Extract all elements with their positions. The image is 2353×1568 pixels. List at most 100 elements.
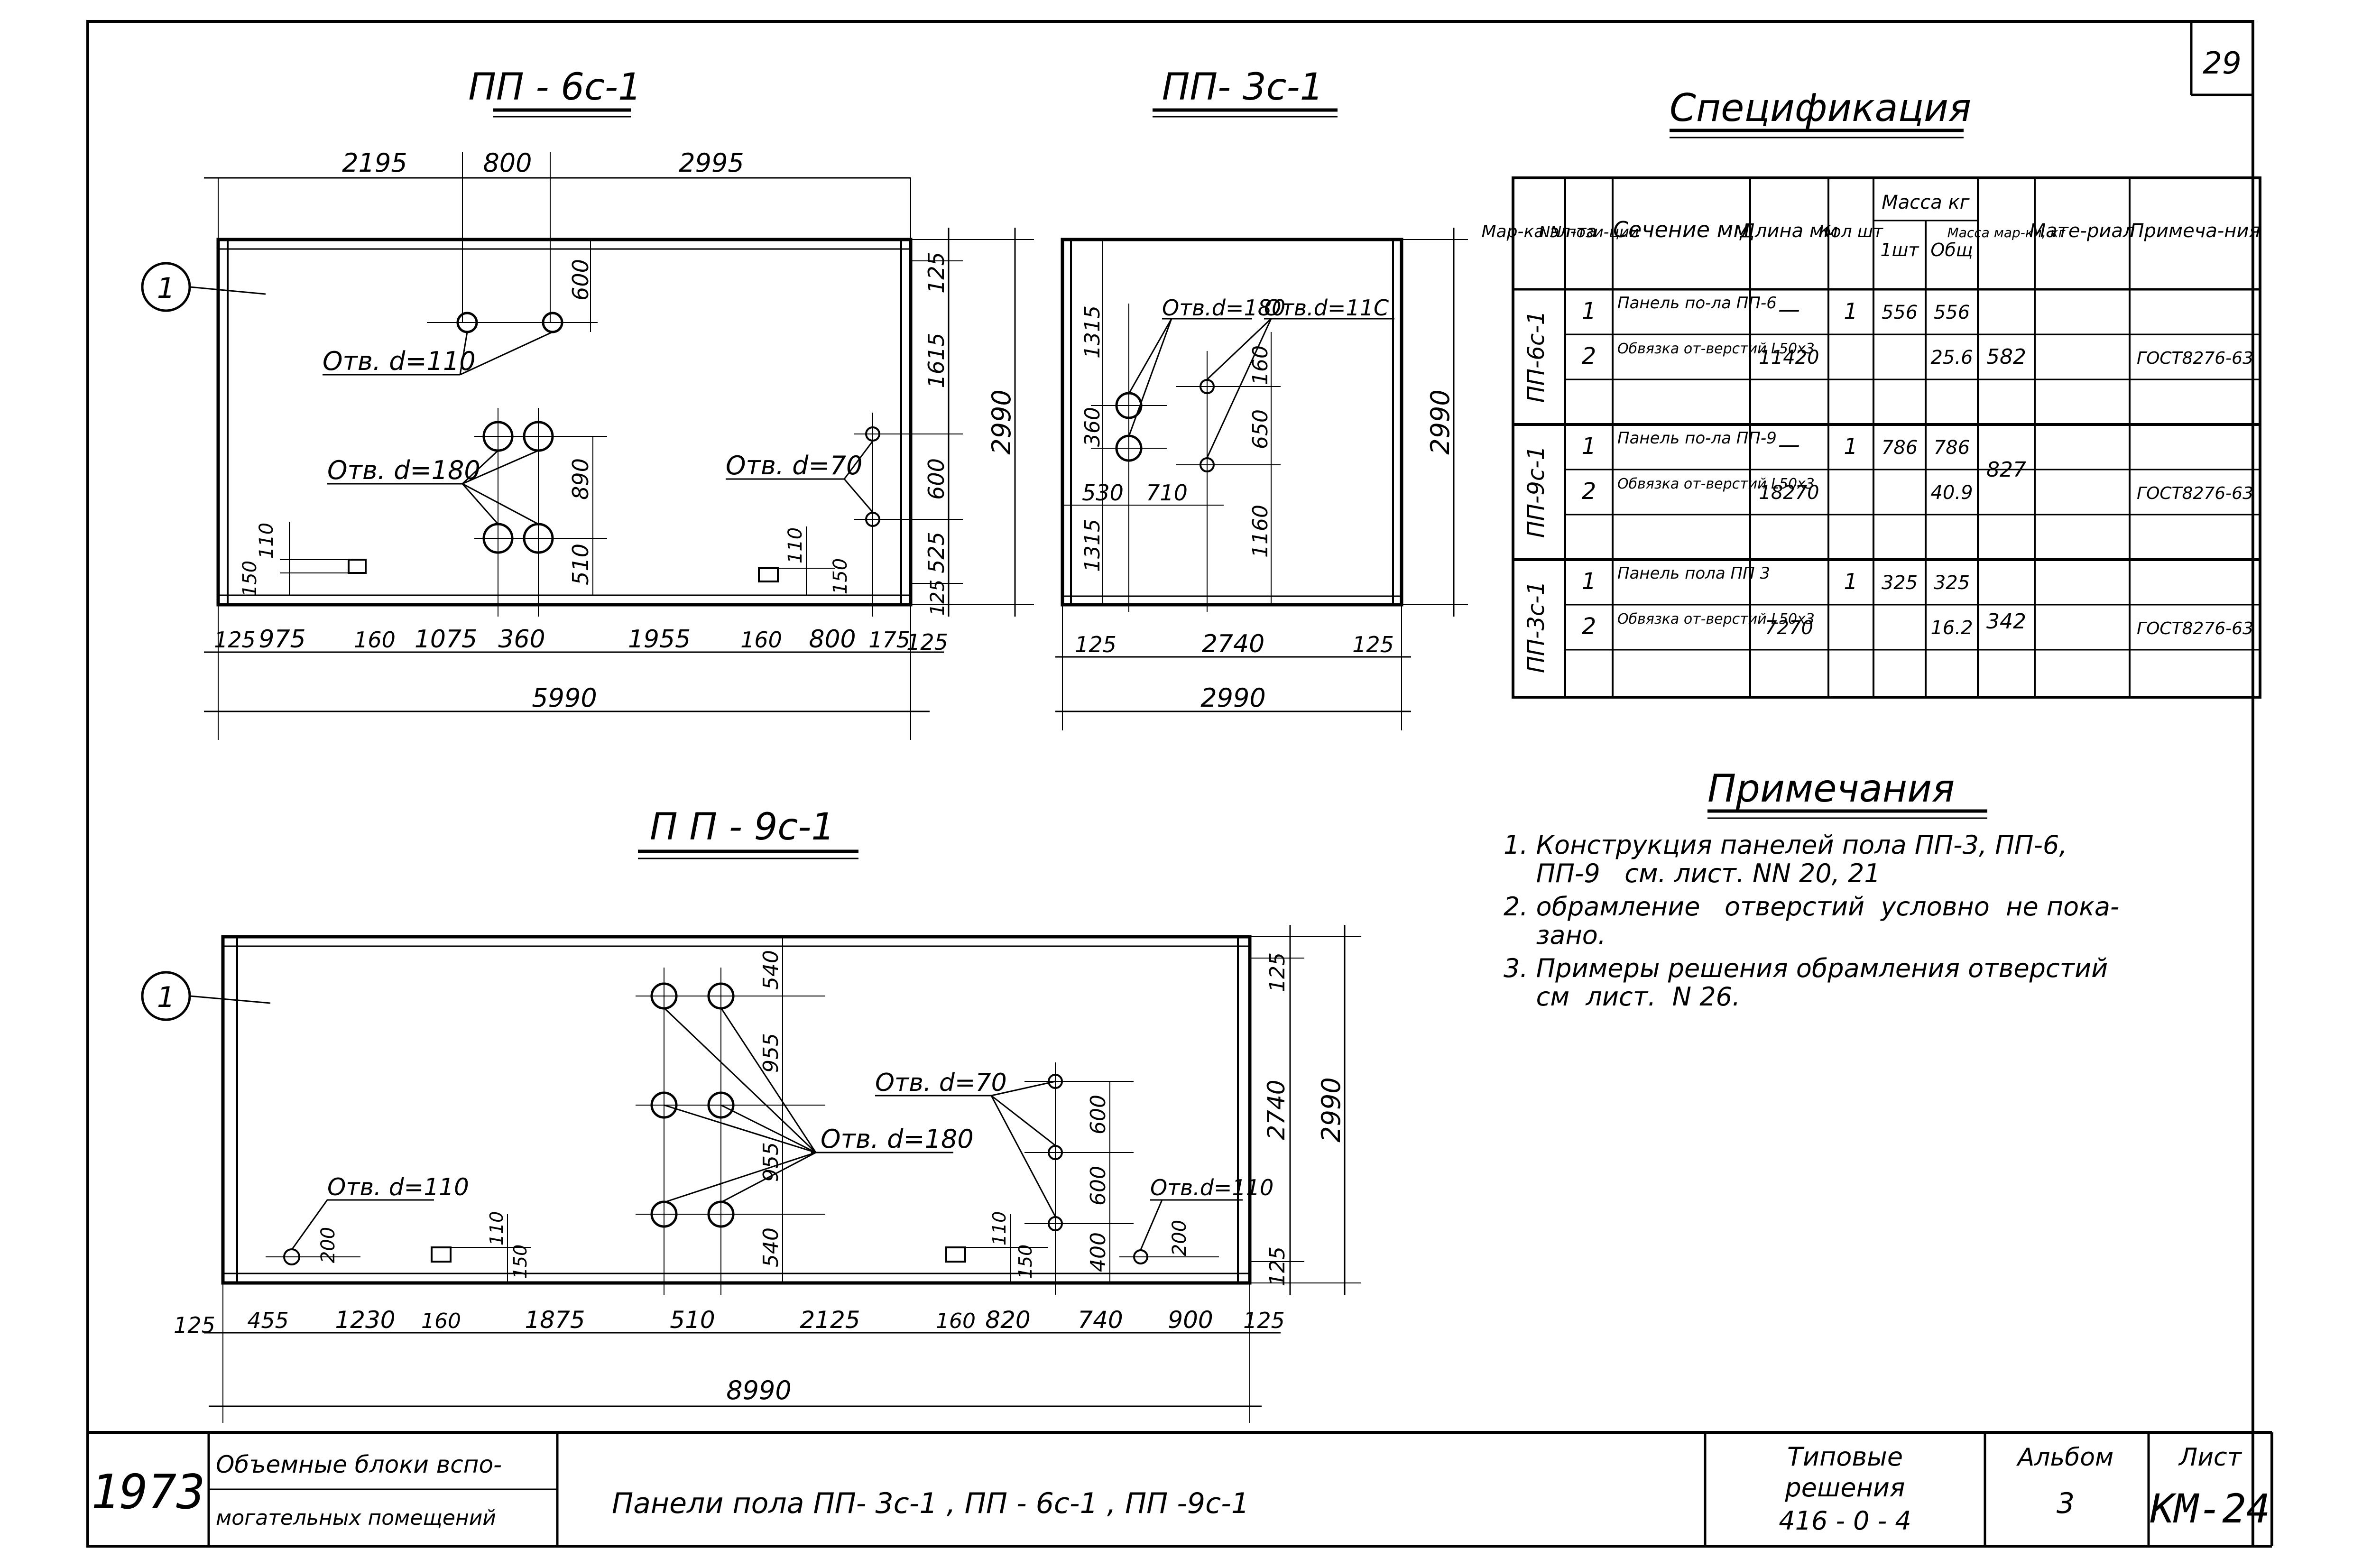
- svg-text:2995: 2995: [679, 148, 744, 178]
- svg-text:Лист: Лист: [2178, 1443, 2242, 1472]
- svg-text:Отв.d=110: Отв.d=110: [1150, 1175, 1273, 1200]
- svg-text:Отв. d=70: Отв. d=70: [875, 1069, 1007, 1097]
- svg-text:1075: 1075: [415, 625, 477, 654]
- svg-text:Альбом: Альбом: [2016, 1443, 2114, 1472]
- svg-text:5990: 5990: [532, 683, 597, 713]
- panel-outline-pp9: [221, 935, 1252, 1285]
- svg-text:Кол шт: Кол шт: [1818, 222, 1883, 241]
- svg-text:150: 150: [239, 561, 261, 597]
- note-line: ПП-9 см. лист. NN 20, 21: [1504, 858, 1881, 888]
- note-line: 1. Конструкция панелей пола ПП-3, ПП-6,: [1504, 830, 2067, 860]
- svg-text:1: 1: [157, 272, 175, 305]
- svg-text:1160: 1160: [1248, 505, 1273, 558]
- svg-text:1: 1: [1844, 434, 1857, 459]
- svg-text:Сечение мм: Сечение мм: [1613, 217, 1750, 242]
- svg-text:416 - 0 - 4: 416 - 0 - 4: [1779, 1506, 1911, 1536]
- svg-text:Отв. d=70: Отв. d=70: [726, 451, 862, 480]
- svg-text:3: 3: [2057, 1487, 2075, 1520]
- svg-text:40.9: 40.9: [1930, 482, 1973, 504]
- svg-text:325: 325: [1934, 572, 1970, 594]
- svg-text:Обвязка от-верстий L50x3: Обвязка от-верстий L50x3: [1617, 476, 1815, 492]
- svg-text:510: 510: [670, 1306, 715, 1334]
- svg-text:150: 150: [1015, 1245, 1036, 1279]
- svg-text:ГОСТ8276-63: ГОСТ8276-63: [2137, 349, 2253, 368]
- svg-text:1315: 1315: [1080, 519, 1105, 572]
- svg-text:890: 890: [568, 458, 593, 500]
- notes-title: Примечания: [1707, 766, 1955, 811]
- svg-text:ПП-6с-1: ПП-6с-1: [1523, 311, 1550, 403]
- svg-text:525: 525: [923, 532, 949, 573]
- opening-left-pp9: [431, 1246, 452, 1263]
- svg-text:150: 150: [510, 1245, 531, 1279]
- svg-text:2195: 2195: [342, 148, 407, 178]
- svg-text:1шт: 1шт: [1880, 240, 1919, 260]
- svg-text:2990: 2990: [1316, 1077, 1346, 1142]
- svg-text:ПП-3с-1: ПП-3с-1: [1523, 581, 1550, 673]
- svg-text:1: 1: [1844, 569, 1857, 594]
- svg-text:2740: 2740: [1263, 1079, 1290, 1140]
- svg-text:150: 150: [830, 558, 851, 594]
- project-line1: Объемные блоки вспо-: [216, 1451, 502, 1478]
- svg-text:200: 200: [317, 1227, 339, 1263]
- svg-text:600: 600: [923, 458, 949, 500]
- svg-text:Мар-ка эл-та: Мар-ка эл-та: [1482, 222, 1597, 241]
- svg-text:ГОСТ8276-63: ГОСТ8276-63: [2137, 619, 2253, 638]
- svg-text:Панель по-ла ПП-9: Панель по-ла ПП-9: [1617, 429, 1777, 448]
- svg-text:Масса кг: Масса кг: [1882, 192, 1970, 213]
- sheet-code: КМ-24: [2150, 1485, 2270, 1532]
- svg-text:600: 600: [568, 259, 593, 301]
- svg-text:Общ: Общ: [1930, 240, 1973, 260]
- svg-text:540: 540: [759, 1227, 783, 1267]
- svg-text:710: 710: [1146, 480, 1188, 506]
- svg-text:Отв.d=180: Отв.d=180: [1162, 295, 1285, 321]
- svg-text:556: 556: [1882, 302, 1918, 323]
- svg-text:786: 786: [1882, 437, 1918, 459]
- svg-text:600: 600: [1086, 1166, 1110, 1206]
- svg-text:16.2: 16.2: [1930, 617, 1973, 639]
- svg-text:Панель пола ПП 3: Панель пола ПП 3: [1617, 564, 1770, 583]
- svg-text:110: 110: [784, 527, 806, 563]
- svg-text:125: 125: [1265, 952, 1290, 992]
- svg-text:125: 125: [1352, 632, 1394, 657]
- svg-text:1230: 1230: [335, 1306, 395, 1334]
- svg-text:18270: 18270: [1759, 482, 1819, 504]
- svg-text:125: 125: [1265, 1246, 1290, 1286]
- svg-text:11420: 11420: [1759, 347, 1819, 369]
- svg-text:175: 175: [868, 627, 910, 653]
- svg-text:125: 125: [923, 252, 949, 294]
- svg-text:Примеча-ния: Примеча-ния: [2130, 220, 2260, 242]
- svg-text:Панель по-ла ПП-6: Панель по-ла ПП-6: [1617, 294, 1777, 313]
- svg-text:ПП-9с-1: ПП-9с-1: [1523, 446, 1550, 538]
- svg-text:110: 110: [486, 1211, 507, 1246]
- svg-text:решения: решения: [1784, 1473, 1905, 1503]
- svg-text:125: 125: [1075, 632, 1117, 657]
- svg-text:530: 530: [1082, 480, 1124, 506]
- svg-text:125: 125: [174, 1312, 215, 1338]
- svg-text:—: —: [1778, 432, 1800, 457]
- svg-text:455: 455: [247, 1308, 289, 1333]
- svg-text:110: 110: [256, 523, 277, 559]
- sheet-number: 29: [2203, 46, 2241, 81]
- view-pp9: П П - 9с-1 1 540 955 955 540 Отв. d=180: [141, 806, 1361, 1423]
- note-line: 3. Примеры решения обрамления отверстий: [1504, 953, 2108, 983]
- svg-text:1: 1: [1844, 298, 1857, 324]
- svg-text:2: 2: [1582, 613, 1596, 640]
- opening-right-pp6: [758, 567, 779, 582]
- svg-text:125: 125: [906, 629, 948, 655]
- svg-text:1: 1: [1582, 298, 1596, 324]
- note-line: см лист. N 26.: [1504, 982, 1740, 1012]
- specification: Спецификация Мар-к: [1482, 86, 2261, 699]
- svg-text:Обвязка от-верстий L50x3: Обвязка от-верстий L50x3: [1617, 341, 1815, 357]
- svg-text:2: 2: [1582, 478, 1596, 505]
- svg-text:2990: 2990: [987, 389, 1016, 454]
- svg-text:7270: 7270: [1765, 617, 1813, 639]
- svg-text:2125: 2125: [800, 1306, 860, 1334]
- svg-text:2740: 2740: [1202, 630, 1264, 658]
- title-block: 1973 Объемные блоки вспо- могательных по…: [88, 1431, 2273, 1548]
- svg-text:ГОСТ8276-63: ГОСТ8276-63: [2137, 484, 2253, 503]
- svg-text:900: 900: [1168, 1306, 1213, 1334]
- svg-text:Отв. d=180: Отв. d=180: [821, 1124, 974, 1154]
- svg-text:125: 125: [1243, 1308, 1285, 1333]
- svg-text:Отв. d=180: Отв. d=180: [327, 455, 480, 485]
